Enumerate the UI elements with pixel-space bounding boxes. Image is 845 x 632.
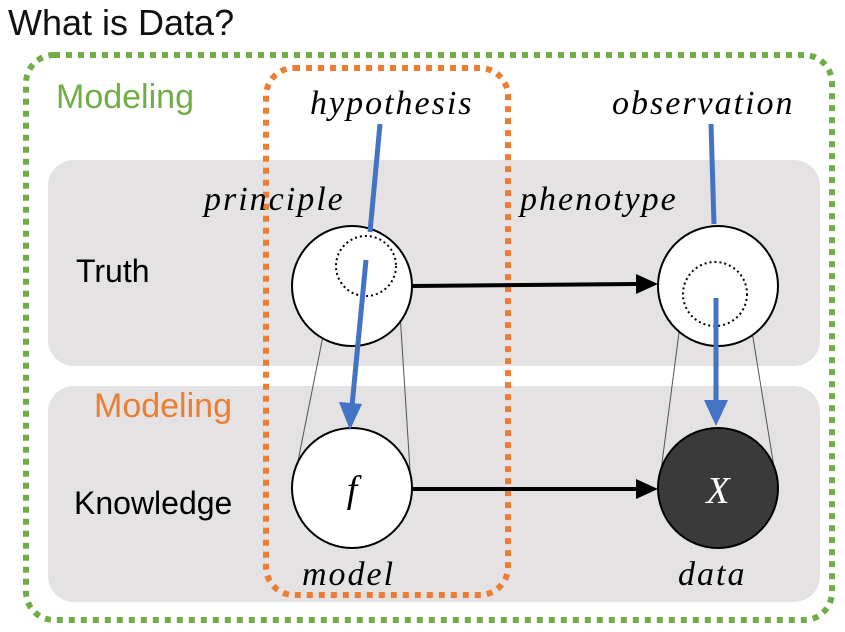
observation-label: observation [612, 85, 795, 122]
truth-row-label: Truth [76, 253, 150, 289]
observation-arrowhead [704, 400, 728, 426]
hypothesis-arrowhead [339, 402, 362, 430]
principle-to-phenotype-arrow [411, 282, 641, 288]
principle-node [291, 225, 413, 347]
principle-label: principle [202, 181, 345, 218]
hypothesis-label: hypothesis [310, 85, 474, 122]
knowledge-row-label: Knowledge [74, 485, 232, 521]
observation-line [708, 123, 717, 225]
x-symbol: X [704, 470, 731, 512]
knowledge-band [48, 386, 820, 602]
model-to-data-arrowhead [636, 479, 658, 499]
outer-region-label: Modeling [56, 78, 194, 116]
data-node [657, 427, 779, 549]
principle-inner-dotted [335, 235, 397, 297]
outer-modeling-region [23, 52, 835, 623]
hypothesis-line [367, 123, 383, 233]
truth-band [48, 160, 820, 366]
model-label: model [302, 556, 395, 593]
data-label: data [678, 556, 746, 593]
hypothesis-arrow [349, 259, 369, 407]
phenotype-label: phenotype [518, 181, 678, 218]
principle-to-phenotype-arrowhead [636, 274, 658, 294]
page-title: What is Data? [8, 2, 235, 43]
inner-region-label: Modeling [94, 387, 232, 425]
